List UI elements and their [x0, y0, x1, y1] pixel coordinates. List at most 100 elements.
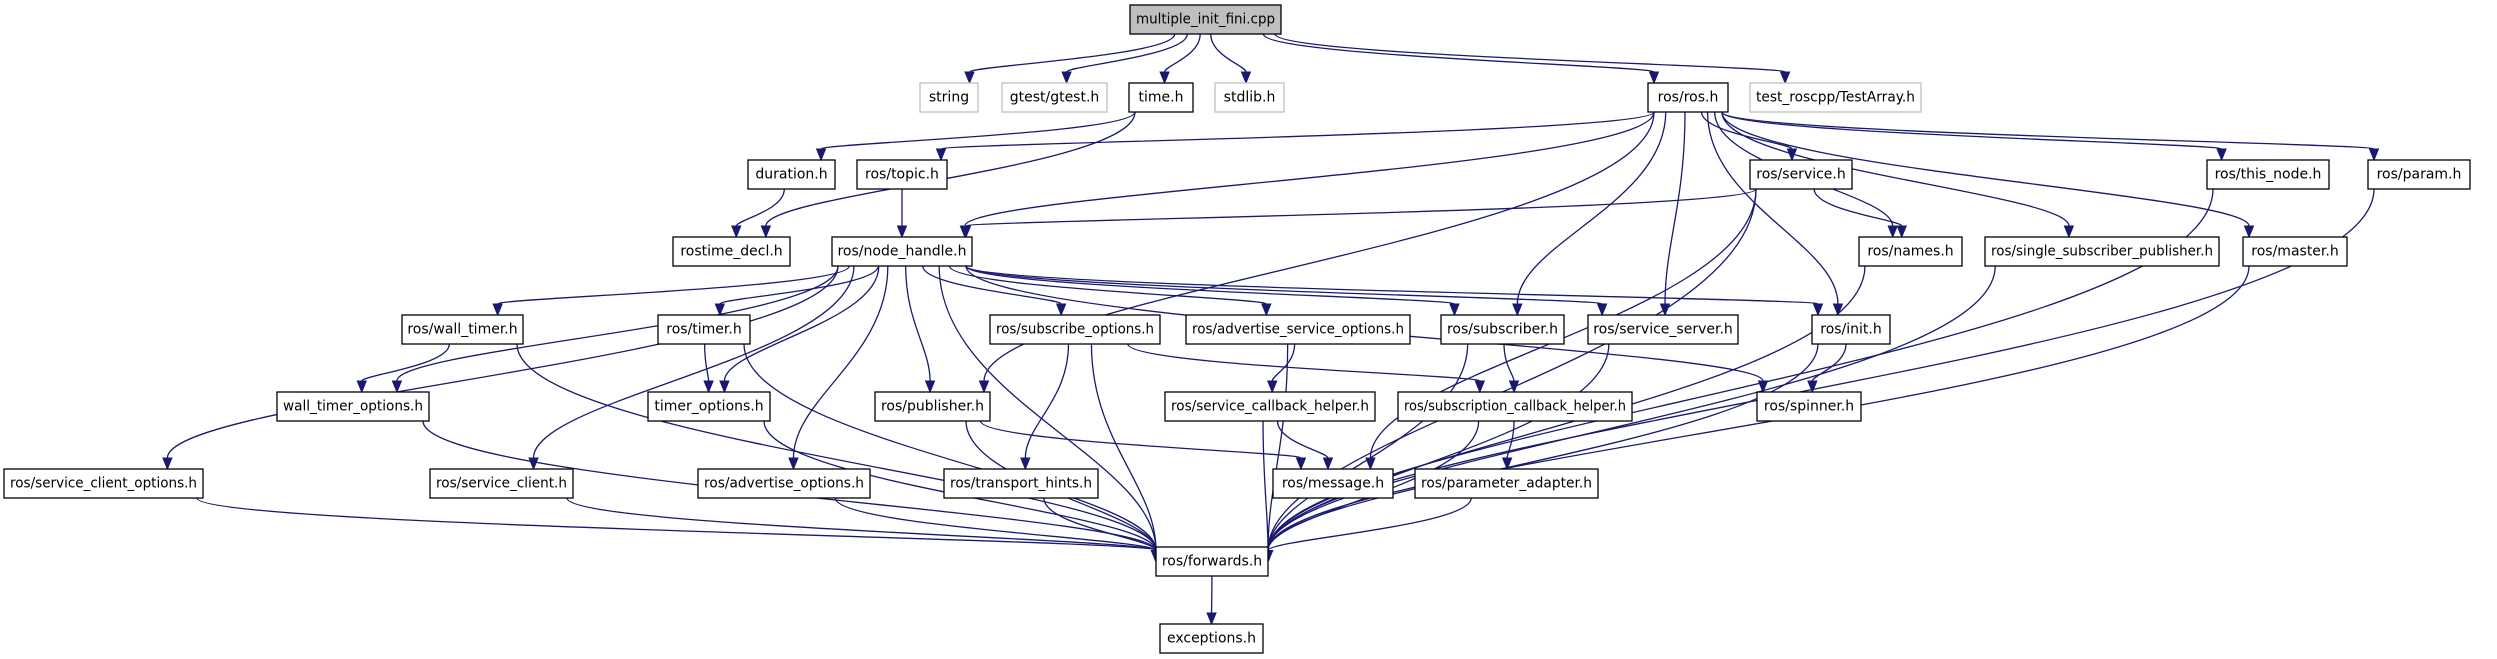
edge-node_handle-to-subscribe_options [922, 265, 1067, 317]
node-label: rostime_decl.h [680, 244, 782, 260]
node-box [401, 314, 524, 345]
node-box [1756, 391, 1862, 422]
arrowhead [1020, 457, 1031, 471]
node-node-handle[interactable]: ros/node_handle.h [831, 236, 973, 267]
node-label: ros/spinner.h [1764, 399, 1854, 415]
edge-service-to-forwards [1262, 188, 1757, 563]
edge-duration-to-rostime_decl [731, 188, 785, 239]
node-box [943, 468, 1099, 499]
node-label: ros/wall_timer.h [407, 322, 517, 338]
arrowhead [1261, 303, 1272, 317]
edge-timer-to-forwards [743, 343, 1162, 563]
node-label: string [929, 90, 969, 106]
node-subscribe-options[interactable]: ros/subscribe_options.h [989, 314, 1161, 345]
node-wall-timer-options[interactable]: wall_timer_options.h [276, 391, 430, 422]
node-box [1397, 391, 1633, 422]
node-rostime-decl[interactable]: rostime_decl.h [672, 236, 791, 267]
node-master[interactable]: ros/master.h [2242, 236, 2348, 267]
node-stdlib: stdlib.h [1214, 82, 1285, 113]
node-parameter-adapter[interactable]: ros/parameter_adapter.h [1414, 468, 1599, 499]
edge-time-to-rostime_decl [760, 111, 1136, 239]
node-label: ros/service_callback_helper.h [1171, 399, 1369, 415]
node-publisher[interactable]: ros/publisher.h [874, 391, 991, 422]
node-label: stdlib.h [1224, 90, 1276, 106]
node-init[interactable]: ros/init.h [1811, 314, 1891, 345]
edge-time-to-duration [815, 111, 1136, 162]
arrowhead [1474, 380, 1486, 394]
node-box [1749, 82, 1922, 113]
node-srv-client-options[interactable]: ros/service_client_options.h [3, 468, 204, 499]
node-label: time.h [1139, 90, 1184, 106]
node-label: ros/single_subscriber_publisher.h [1991, 244, 2213, 260]
edge-node_handle-to-wall_timer_options [391, 265, 839, 394]
node-adv-srv-options[interactable]: ros/advertise_service_options.h [1185, 314, 1411, 345]
arrowhead [1887, 225, 1898, 239]
node-spinner[interactable]: ros/spinner.h [1756, 391, 1862, 422]
node-box [831, 236, 973, 267]
edge-wall_timer-to-wall_timer_options [356, 343, 451, 394]
arrowhead [1055, 303, 1067, 317]
node-timer-options[interactable]: timer_options.h [647, 391, 771, 422]
edge-node_handle-to-advertise_options [788, 265, 889, 471]
edge-transport_hints-to-forwards [1043, 497, 1162, 563]
node-box [1414, 468, 1599, 499]
edge-ros-to-subscriber [1512, 111, 1667, 317]
edge-ros-to-node_handle [959, 111, 1655, 239]
node-sub-cb-helper[interactable]: ros/subscription_callback_helper.h [1397, 391, 1633, 422]
node-box [2206, 159, 2330, 190]
node-topic[interactable]: ros/topic.h [856, 159, 948, 190]
edge-ros-to-this_node [1721, 111, 2227, 162]
node-label: ros/publisher.h [881, 399, 984, 415]
edge-ros-to-publisher [978, 111, 1655, 394]
node-box [2242, 236, 2348, 267]
edge-root-to-gtest [1061, 33, 1189, 85]
arrowhead [162, 457, 173, 471]
node-label: ros/transport_hints.h [950, 476, 1092, 492]
node-advertise-options[interactable]: ros/advertise_options.h [697, 468, 871, 499]
arrowhead [2243, 225, 2255, 239]
node-timer[interactable]: ros/timer.h [657, 314, 751, 345]
edge-node_handle-to-subscriber [965, 265, 1460, 317]
node-ssp[interactable]: ros/single_subscriber_publisher.h [1984, 236, 2220, 267]
node-label: ros/ros.h [1658, 90, 1719, 106]
arrowhead [1266, 380, 1278, 394]
node-param[interactable]: ros/param.h [2367, 159, 2471, 190]
node-service-client[interactable]: ros/service_client.h [429, 468, 574, 499]
edge-topic-to-node_handle [896, 188, 908, 239]
node-service-server[interactable]: ros/service_server.h [1587, 314, 1739, 345]
node-forwards[interactable]: ros/forwards.h [1155, 546, 1269, 577]
node-label: duration.h [755, 167, 827, 183]
edge-advertise_options-to-forwards [834, 497, 1162, 563]
node-time[interactable]: time.h [1128, 82, 1194, 113]
node-exceptions[interactable]: exceptions.h [1159, 623, 1264, 654]
node-box [1001, 82, 1108, 113]
arrowhead [960, 225, 972, 239]
arrowhead [492, 303, 503, 317]
node-wall-timer[interactable]: ros/wall_timer.h [401, 314, 524, 345]
node-srv-cb-helper[interactable]: ros/service_callback_helper.h [1164, 391, 1376, 422]
arrowhead [1322, 457, 1334, 471]
node-label: exceptions.h [1167, 631, 1256, 647]
node-this-node[interactable]: ros/this_node.h [2206, 159, 2330, 190]
edge-ros-to-topic [935, 111, 1655, 162]
arrowhead [1449, 303, 1460, 317]
edge-root-to-time [1159, 33, 1201, 85]
node-label: ros/service_server.h [1593, 322, 1733, 338]
node-duration[interactable]: duration.h [747, 159, 836, 190]
node-ros[interactable]: ros/ros.h [1647, 82, 1729, 113]
arrowhead [815, 148, 827, 162]
node-box [672, 236, 791, 267]
node-service[interactable]: ros/service.h [1749, 159, 1853, 190]
node-subscriber[interactable]: ros/subscriber.h [1440, 314, 1565, 345]
node-message[interactable]: ros/message.h [1272, 468, 1394, 499]
edge-subscribe_options-to-sub_cb_helper [1127, 343, 1486, 394]
edge-root-to-ros [1262, 33, 1660, 85]
node-label: gtest/gtest.h [1010, 90, 1100, 106]
edge-ros-to-ssp [1721, 111, 2075, 239]
arrowhead [1061, 71, 1072, 85]
node-transport-hints[interactable]: ros/transport_hints.h [943, 468, 1099, 499]
node-box [1128, 82, 1194, 113]
node-names[interactable]: ros/names.h [1858, 236, 1963, 267]
edge-init-to-spinner [1807, 343, 1847, 394]
node-box [1440, 314, 1565, 345]
